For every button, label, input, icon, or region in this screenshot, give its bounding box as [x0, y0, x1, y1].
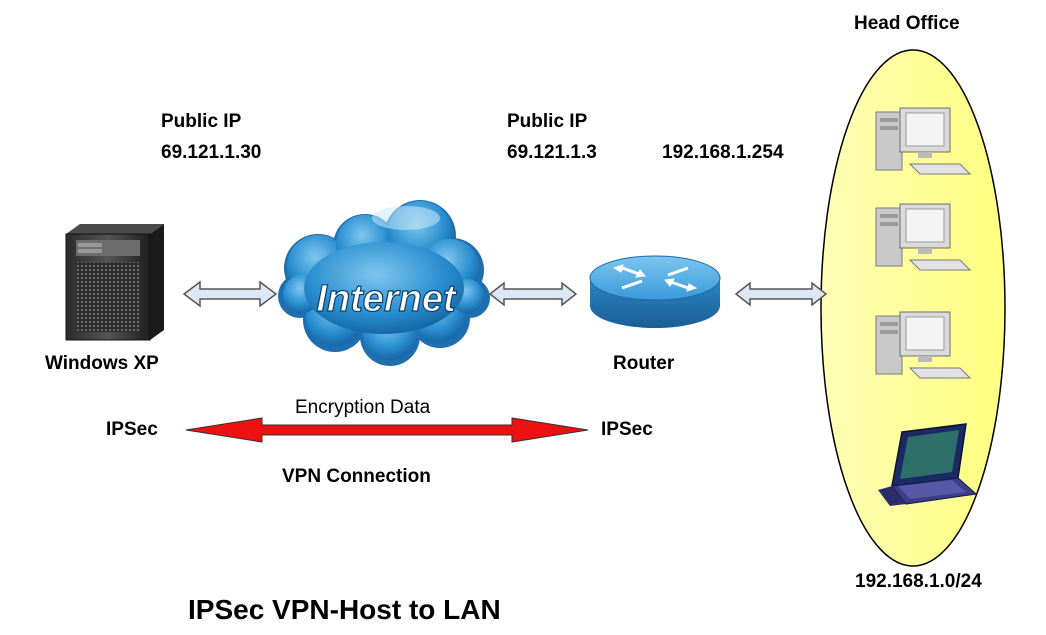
- vpn-bottom-label: VPN Connection: [282, 465, 431, 488]
- host-public-ip-label: Public IP: [161, 110, 241, 133]
- link-arrow-host-internet: [184, 282, 276, 306]
- vpn-top-label: Encryption Data: [295, 396, 430, 419]
- internet-label: Internet: [316, 278, 457, 320]
- router-public-ip-label: Public IP: [507, 110, 587, 133]
- link-arrow-internet-router: [490, 283, 576, 305]
- router-icon: [590, 256, 720, 328]
- router-public-ip: 69.121.1.3: [507, 141, 597, 164]
- link-arrow-router-lan: [736, 283, 826, 305]
- host-name: Windows XP: [45, 352, 159, 375]
- vpn-arrow: [186, 418, 588, 442]
- host-public-ip: 69.121.1.30: [161, 141, 261, 164]
- vpn-right-endpoint: IPSec: [601, 418, 653, 441]
- head-office-title: Head Office: [854, 12, 960, 35]
- vpn-left-endpoint: IPSec: [106, 418, 158, 441]
- router-lan-ip: 192.168.1.254: [662, 141, 784, 164]
- router-name: Router: [613, 352, 674, 375]
- head-office-subnet: 192.168.1.0/24: [855, 570, 982, 593]
- diagram-title: IPSec VPN-Host to LAN: [188, 594, 501, 626]
- server-icon: [66, 224, 164, 340]
